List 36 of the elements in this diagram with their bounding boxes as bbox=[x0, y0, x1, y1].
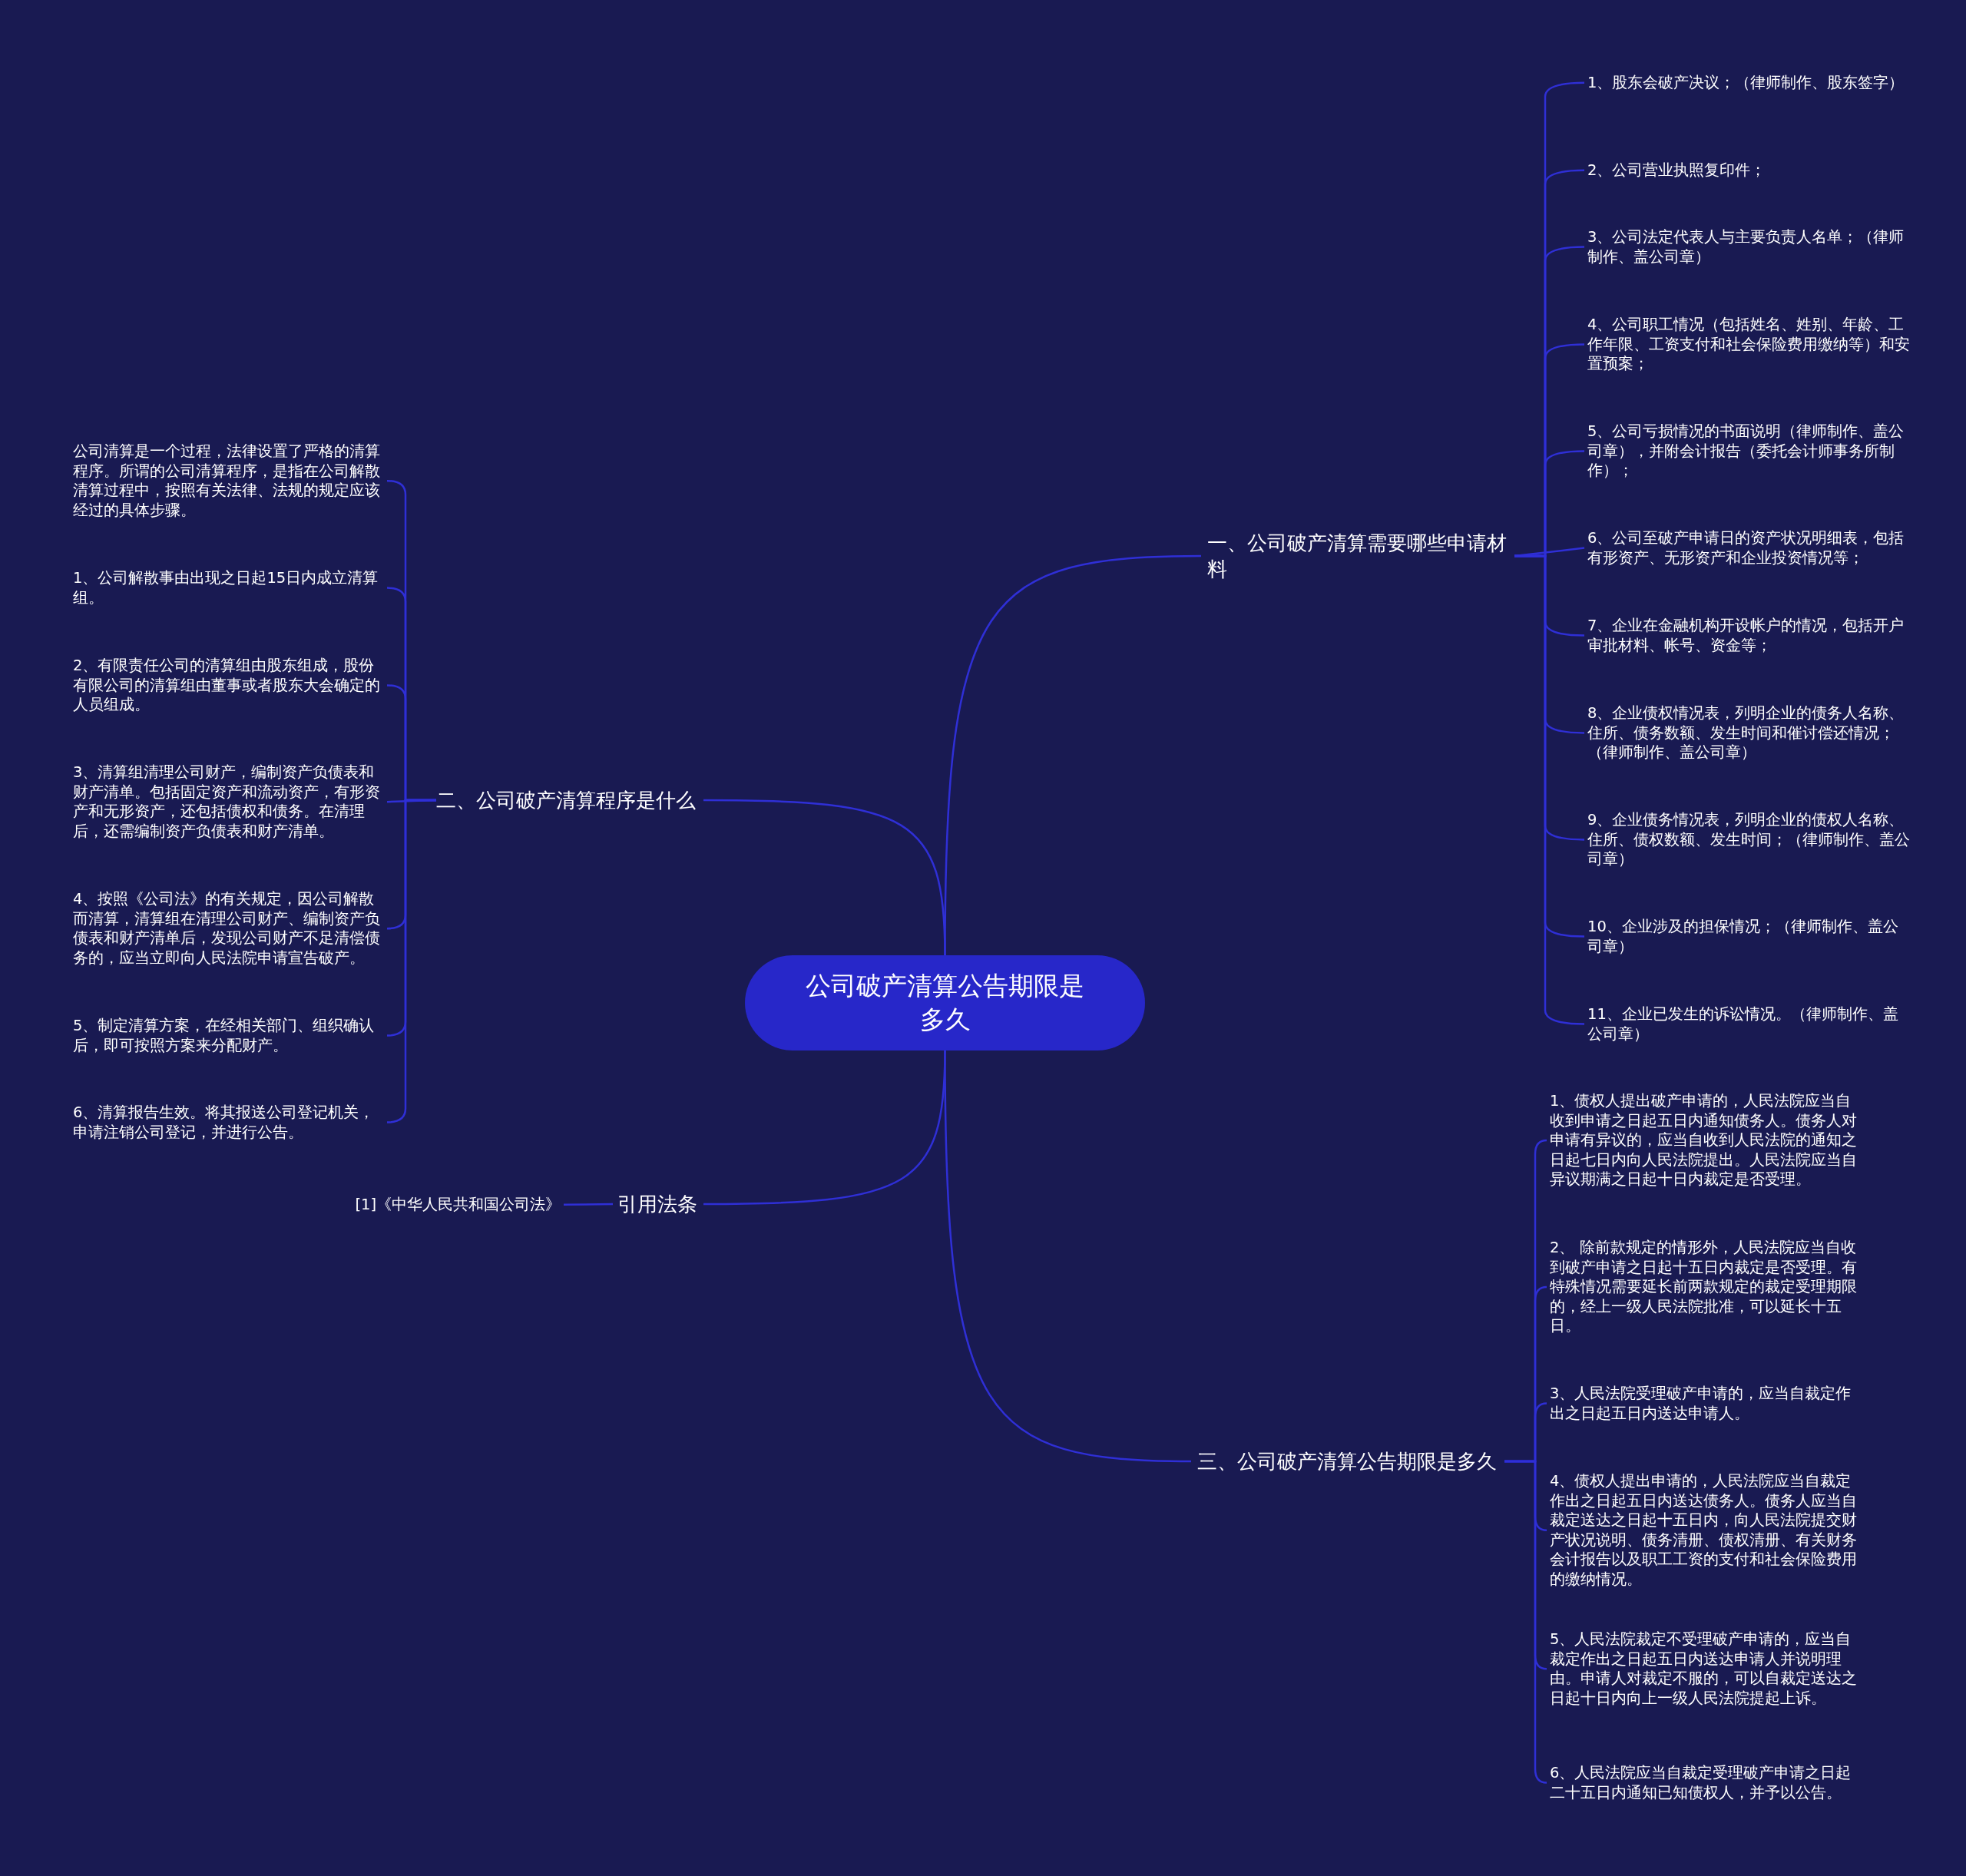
leaf-text: 3、清算组清理公司财产，编制资产负债表和财产清单。包括固定资产和流动资产，有形资产和无形资产，还包括债权和债务。在清理后，还需编制资产负债表和财产清单。 bbox=[73, 763, 384, 842]
branch-topic: 一、公司破产清算需要哪些申请材料 bbox=[1207, 530, 1514, 582]
connector-line bbox=[564, 1203, 613, 1206]
topic-pill: 公司破产清算公告期限是多久 bbox=[745, 955, 1145, 1050]
connector-line bbox=[1514, 554, 1584, 1025]
leaf-text: 2、 除前款规定的情形外，人民法院应当自收到破产申请之日起十五日内裁定是否受理。有特殊情况需要延长前两款规定的裁定受理期限的，经上一级人民法院批准，可以延长十五日。 bbox=[1550, 1238, 1865, 1336]
leaf-text: 1、债权人提出破产申请的，人民法院应当自收到申请之日起五日内通知债务人。债务人对申请有异议的，应当自收到人民法院的通知之日起七日内向人民法院提出。人民法院应当自异议期满之日起十日内裁定是否受理。 bbox=[1550, 1091, 1865, 1189]
leaf-text: 6、清算报告生效。将其报送公司登记机关，申请注销公司登记，并进行公告。 bbox=[73, 1103, 384, 1143]
connector-line bbox=[1504, 1460, 1547, 1784]
leaf-text: 3、人民法院受理破产申请的，应当自裁定作出之日起五日内送达申请人。 bbox=[1550, 1384, 1865, 1424]
branch-topic: 二、公司破产清算程序是什么 bbox=[436, 787, 697, 813]
leaf-text: 1、公司解散事由出现之日起15日内成立清算组。 bbox=[73, 568, 384, 608]
connector-line bbox=[1514, 547, 1585, 558]
connector-line bbox=[703, 799, 946, 956]
leaf-text: 4、债权人提出申请的，人民法院应当自裁定作出之日起五日内送达债务人。债务人应当自裁定送达之日起十五日内，向人民法院提交财产状况说明、债务清册、债权清册、有关财务会计报告以及职工工资的支付和社会保险费用的缴纳情况。 bbox=[1550, 1471, 1865, 1590]
leaf-text: 3、公司法定代表人与主要负责人名单；（律师制作、盖公司章） bbox=[1587, 227, 1910, 267]
leaf-text: 2、公司营业执照复印件； bbox=[1587, 160, 1910, 180]
leaf-text: 5、公司亏损情况的书面说明（律师制作、盖公司章），并附会计报告（委托会计师事务所制作）； bbox=[1587, 422, 1910, 481]
leaf-text: 6、人民法院应当自裁定受理破产申请之日起二十五日内通知已知债权人，并予以公告。 bbox=[1550, 1763, 1865, 1803]
leaf-text: 7、企业在金融机构开设帐户的情况，包括开户审批材料、帐号、资金等； bbox=[1587, 616, 1910, 656]
leaf-text: 4、公司职工情况（包括姓名、姓别、年龄、工作年限、工资支付和社会保险费用缴纳等）和安置预案； bbox=[1587, 315, 1910, 374]
leaf-text: 5、人民法院裁定不受理破产申请的，应当自裁定作出之日起五日内送达申请人并说明理由。申请人对裁定不服的，可以自裁定送达之日起十日内向上一级人民法院提起上诉。 bbox=[1550, 1630, 1865, 1709]
leaf-text: 2、有限责任公司的清算组由股东组成，股份有限公司的清算组由董事或者股东大会确定的人员组成。 bbox=[73, 656, 384, 715]
leaf-text: 6、公司至破产申请日的资产状况明细表，包括有形资产、无形资产和企业投资情况等； bbox=[1587, 528, 1910, 568]
branch-topic: 引用法条 bbox=[613, 1191, 697, 1217]
leaf-text: 4、按照《公司法》的有关规定，因公司解散而清算，清算组在清理公司财产、编制资产负债表和财产清单后，发现公司财产不足清偿债务的，应当立即向人民法院申请宣告破产。 bbox=[73, 889, 384, 968]
connector-line bbox=[944, 1050, 1192, 1463]
branch-topic: 三、公司破产清算公告期限是多久 bbox=[1197, 1448, 1504, 1474]
leaf-text: 9、企业债务情况表，列明企业的债权人名称、住所、债权数额、发生时间；（律师制作、盖公司章） bbox=[1587, 810, 1910, 869]
leaf-text: 10、企业涉及的担保情况；（律师制作、盖公司章） bbox=[1587, 917, 1910, 957]
leaf-text: 11、企业已发生的诉讼情况。（律师制作、盖公司章） bbox=[1587, 1004, 1910, 1044]
leaf-text: 5、制定清算方案，在经相关部门、组织确认后，即可按照方案来分配财产。 bbox=[73, 1016, 384, 1056]
leaf-text: [1]《中华人民共和国公司法》 bbox=[353, 1195, 561, 1215]
leaf-text: 1、股东会破产决议；（律师制作、股东签字） bbox=[1587, 73, 1910, 93]
leaf-text: 8、企业债权情况表，列明企业的债务人名称、住所、债务数额、发生时间和催讨偿还情况；（律师制作、盖公司章） bbox=[1587, 703, 1910, 763]
leaf-text: 公司清算是一个过程，法律设置了严格的清算程序。所谓的公司清算程序，是指在公司解散清算过程中，按照有关法律、法规的规定应该经过的具体步骤。 bbox=[73, 442, 384, 521]
